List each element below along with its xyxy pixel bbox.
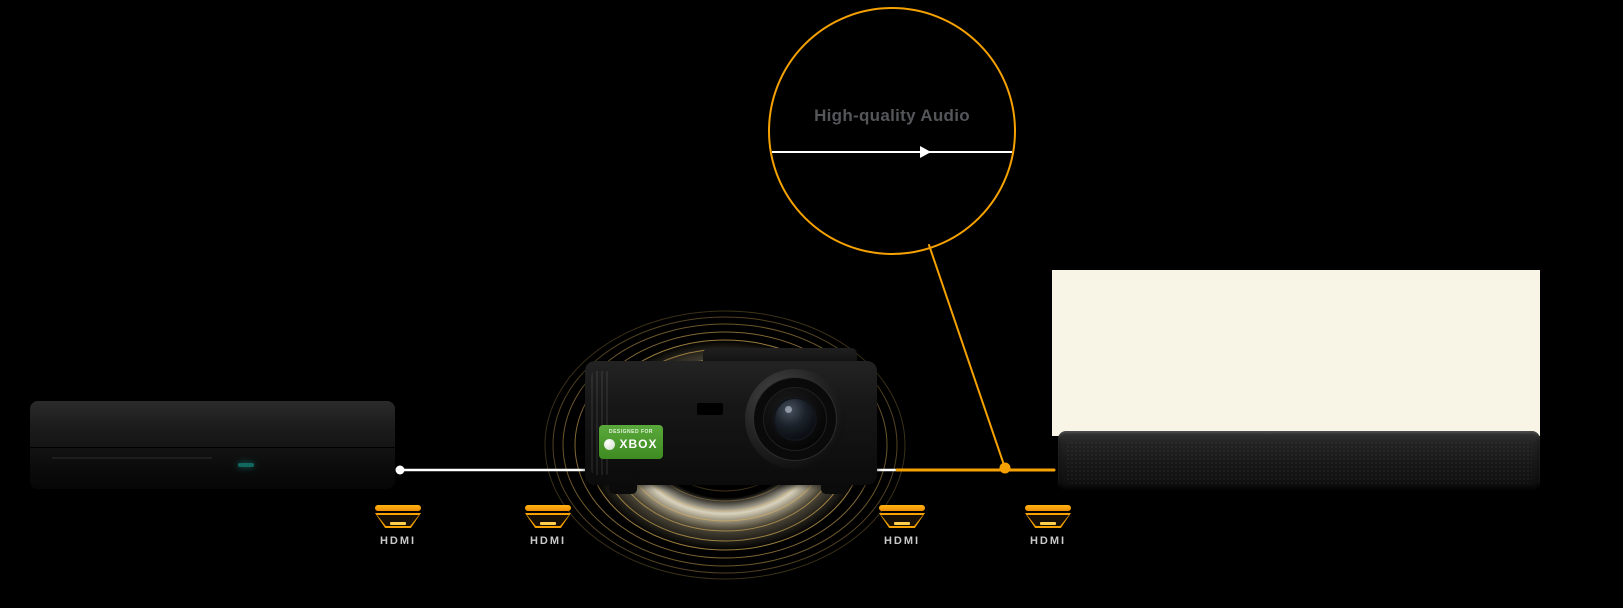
hdmi-port-3: HDMI xyxy=(874,505,930,547)
hdmi-plug-inner xyxy=(527,515,569,526)
projector-foot-right xyxy=(821,485,849,494)
bluray-player-top xyxy=(30,401,395,447)
audio-callout-circle: High-quality Audio xyxy=(768,7,1016,255)
hdmi-port-4: HDMI xyxy=(1020,505,1076,547)
hdmi-connector-bar-icon xyxy=(879,505,925,511)
lens-ring-outer xyxy=(753,377,837,461)
bluray-power-led xyxy=(238,463,254,467)
bluray-player-front xyxy=(30,447,395,489)
wall-panel xyxy=(1052,270,1540,436)
xbox-badge-row: XBOX xyxy=(599,437,663,451)
audio-callout-label: High-quality Audio xyxy=(814,106,970,125)
hdmi-connector-bar-icon xyxy=(525,505,571,511)
audio-signal-line xyxy=(772,151,1012,153)
hdmi-plug-slot xyxy=(894,522,910,525)
hdmi-plug-icon xyxy=(375,513,421,528)
hdmi-plug-inner xyxy=(1027,515,1069,526)
hdmi-plug-slot xyxy=(1040,522,1056,525)
hdmi-connector-bar-icon xyxy=(375,505,421,511)
hdmi-port-label: HDMI xyxy=(883,535,921,547)
xbox-badge-tagline: DESIGNED FOR xyxy=(608,429,654,435)
bluray-player-seam xyxy=(30,447,395,448)
projector: DESIGNED FOR XBOX xyxy=(585,348,877,494)
hdmi-port-label: HDMI xyxy=(379,535,417,547)
projector-lens xyxy=(745,369,845,469)
hdmi-plug-slot xyxy=(540,522,556,525)
hdmi-plug-icon xyxy=(525,513,571,528)
lens-ring-inner xyxy=(763,387,827,451)
soundbar xyxy=(1058,431,1540,490)
projector-vents xyxy=(591,371,611,475)
hdmi-port-1: HDMI xyxy=(370,505,426,547)
hdmi-connector-bar-icon xyxy=(1025,505,1071,511)
projector-focus-slot xyxy=(697,403,723,415)
hdmi-plug-inner xyxy=(881,515,923,526)
audio-signal-arrow-icon xyxy=(920,146,931,158)
projector-body: DESIGNED FOR XBOX xyxy=(585,361,877,485)
bluray-disc-tray xyxy=(52,457,212,459)
callout-pointer-line xyxy=(928,244,1006,469)
lens-glass xyxy=(773,397,817,441)
projector-foot-left xyxy=(609,485,637,494)
xbox-badge: DESIGNED FOR XBOX xyxy=(599,425,663,459)
audio-line-junction-dot xyxy=(999,462,1011,474)
hdmi-port-2: HDMI xyxy=(520,505,576,547)
lens-glint xyxy=(785,405,793,413)
xbox-logo-icon xyxy=(604,438,616,450)
hdmi-plug-inner xyxy=(377,515,419,526)
hdmi-plug-icon xyxy=(879,513,925,528)
hdmi-plug-slot xyxy=(390,522,406,525)
input-line-endpoint-dot xyxy=(395,465,405,475)
hdmi-plug-icon xyxy=(1025,513,1071,528)
xbox-badge-label: XBOX xyxy=(619,437,658,451)
hdmi-port-label: HDMI xyxy=(529,535,567,547)
bluray-player xyxy=(30,401,395,489)
hdmi-port-label: HDMI xyxy=(1029,535,1067,547)
soundbar-speaker-mesh xyxy=(1066,441,1532,484)
